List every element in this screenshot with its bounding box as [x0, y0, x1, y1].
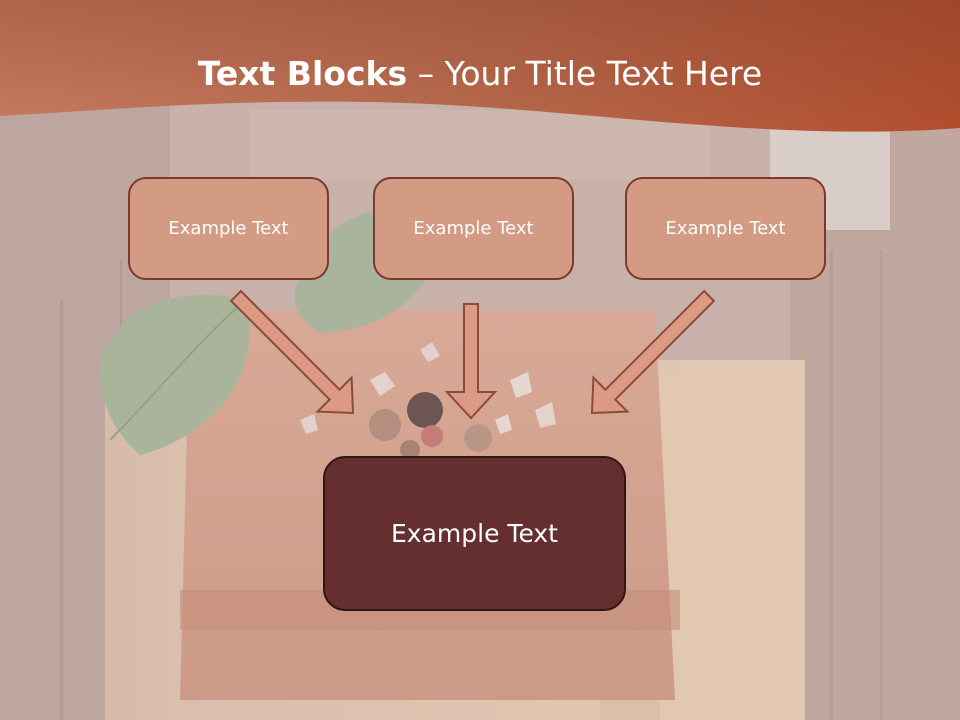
text-block-2-label: Example Text	[413, 218, 534, 239]
main-text-block[interactable]: Example Text	[323, 456, 626, 611]
text-block-3[interactable]: Example Text	[625, 177, 826, 280]
title-bold: Text Blocks	[197, 54, 408, 93]
text-block-3-label: Example Text	[665, 218, 786, 239]
title-separator: –	[407, 54, 445, 93]
title-rest: Your Title Text Here	[444, 54, 763, 93]
text-block-1-label: Example Text	[168, 218, 289, 239]
main-text-block-label: Example Text	[391, 519, 558, 548]
text-block-2[interactable]: Example Text	[373, 177, 574, 280]
slide-title: Text Blocks – Your Title Text Here	[0, 48, 960, 100]
text-block-1[interactable]: Example Text	[128, 177, 329, 280]
